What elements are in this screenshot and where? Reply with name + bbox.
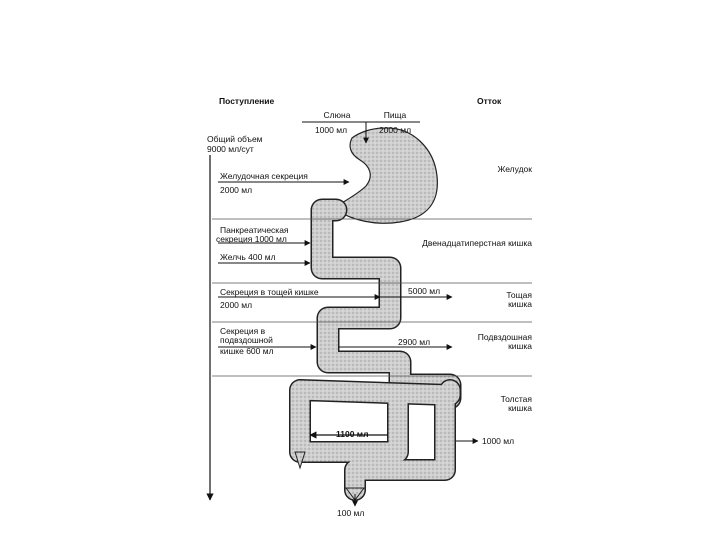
pancreatic-secretion-line1: Панкреатическая bbox=[220, 225, 289, 235]
jejunal-secretion-line2: 2000 мл bbox=[220, 300, 253, 310]
colon-shape bbox=[289, 379, 461, 501]
jejunum-absorption-value: 5000 мл bbox=[408, 286, 441, 296]
appendix-shape bbox=[294, 451, 306, 470]
intake-header: Поступление bbox=[219, 96, 275, 106]
gastric-secretion-value: 2000 мл bbox=[220, 185, 253, 195]
stomach-label: Желудок bbox=[497, 164, 532, 174]
ileal-secretion-line1: Секреция в bbox=[220, 326, 266, 336]
food-label: Пища bbox=[383, 110, 407, 120]
jejunum-label-line2: кишка bbox=[508, 299, 532, 309]
ileal-secretion-line3: кишке 600 мл bbox=[220, 346, 274, 356]
bile-label: Желчь 400 мл bbox=[220, 252, 276, 262]
saliva-label: Слюна bbox=[323, 110, 351, 120]
ileal-secretion-line2: подвздошной bbox=[220, 335, 273, 345]
ileum-label-line1: Подвздошная bbox=[477, 332, 532, 342]
duodenum-label: Двенадцатиперстная кишка bbox=[422, 238, 532, 248]
ileum-absorption-value: 2900 мл bbox=[398, 337, 431, 347]
colon-out-value: 1000 мл bbox=[482, 436, 515, 446]
saliva-value: 1000 мл bbox=[314, 125, 348, 135]
pancreatic-secretion-line2: секреция 1000 мл bbox=[216, 234, 287, 244]
feces-value: 100 мл bbox=[337, 508, 365, 518]
ileum-label-line2: кишка bbox=[508, 341, 532, 351]
food-value: 2000 мл bbox=[378, 125, 412, 135]
colon-label-line1: Толстая bbox=[500, 394, 532, 404]
colon-absorption-value: 1100 мл bbox=[336, 429, 369, 439]
gastric-secretion-label: Желудочная секреция bbox=[220, 171, 308, 181]
total-volume-line2: 9000 мл/сут bbox=[207, 144, 254, 154]
total-volume-line1: Общий объем bbox=[207, 134, 263, 144]
jejunal-secretion-line1: Секреция в тощей кишке bbox=[220, 287, 319, 297]
outflow-header: Отток bbox=[477, 96, 502, 106]
colon-label-line2: кишка bbox=[508, 403, 532, 413]
stomach-shape bbox=[333, 127, 438, 224]
jejunum-label-line1: Тощая bbox=[506, 290, 532, 300]
